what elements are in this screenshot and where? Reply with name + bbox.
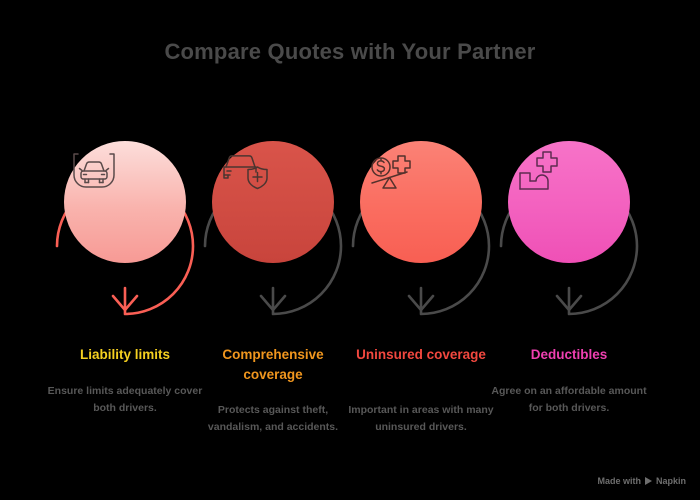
step-description-1: Ensure limits adequately cover both driv… bbox=[47, 385, 203, 414]
car-with-shield-plus-icon bbox=[223, 155, 268, 190]
bed-with-cross-icon bbox=[519, 151, 558, 190]
watermark-brand: Napkin bbox=[655, 476, 686, 486]
step-circle-group-3 bbox=[341, 128, 501, 328]
step-description-4: Agree on an affordable amount for both d… bbox=[491, 385, 647, 414]
step-circle-group-1 bbox=[45, 128, 205, 328]
step-circle-group-2 bbox=[193, 128, 353, 328]
page-title: Compare Quotes with Your Partner bbox=[164, 39, 536, 64]
car-in-shield-icon bbox=[73, 153, 115, 188]
step-description-2: Protects against theft, vandalism, and a… bbox=[207, 404, 339, 433]
step-column-4[interactable]: Deductibles Agree on an affordable amoun… bbox=[489, 0, 649, 500]
step-description-3: Important in areas with many uninsured d… bbox=[348, 404, 494, 433]
step-label-4: Deductibles bbox=[530, 347, 608, 362]
step-circle-group-4 bbox=[489, 128, 649, 328]
arrow-head-icon bbox=[407, 294, 435, 312]
play-triangle-icon bbox=[644, 477, 652, 485]
step-circle-3[interactable] bbox=[360, 141, 482, 263]
step-circle-2[interactable] bbox=[212, 141, 334, 263]
watermark-prefix: Made with bbox=[597, 476, 641, 486]
arrow-head-icon bbox=[259, 294, 287, 312]
step-column-1[interactable]: Liability limits Ensure limits adequatel… bbox=[45, 0, 205, 500]
step-label-1: Liability limits bbox=[79, 347, 171, 362]
step-column-2[interactable]: Comprehensive coverage Protects against … bbox=[193, 0, 353, 500]
step-label-2: Comprehensive coverage bbox=[222, 347, 324, 383]
scale-dollar-cross-icon bbox=[371, 155, 411, 189]
step-label-3: Uninsured coverage bbox=[356, 347, 486, 362]
step-circle-1[interactable] bbox=[64, 141, 186, 263]
step-column-3[interactable]: Uninsured coverage Important in areas wi… bbox=[341, 0, 501, 500]
arrow-head-icon bbox=[111, 294, 139, 312]
arrow-head-icon bbox=[555, 294, 583, 312]
step-circle-4[interactable] bbox=[508, 141, 630, 263]
watermark: Made with Napkin bbox=[597, 476, 686, 486]
